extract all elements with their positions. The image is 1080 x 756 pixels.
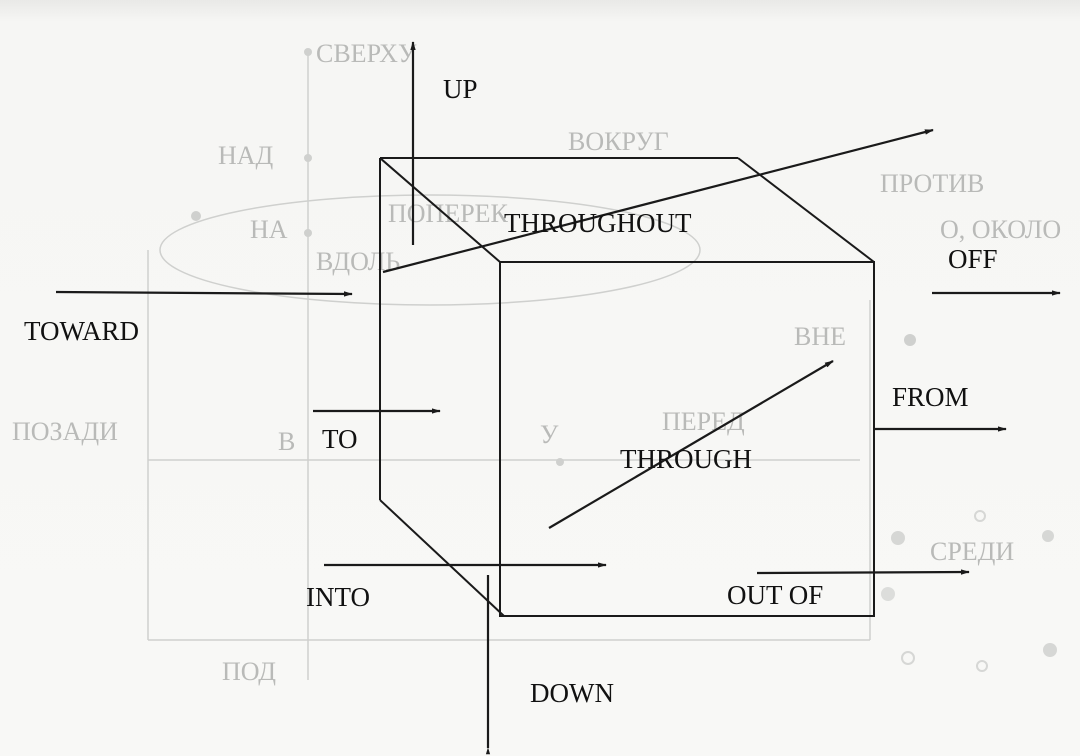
ghost-text-pozadi: ПОЗАДИ [12, 417, 118, 446]
ghost-dot [976, 660, 988, 672]
ghost-text-nad: НАД [218, 141, 274, 170]
label-off: OFF [948, 244, 998, 274]
label-out-of: OUT OF [727, 580, 823, 610]
label-down: DOWN [530, 678, 614, 708]
ghost-dot [304, 48, 312, 56]
arrow-out-of [756, 569, 970, 575]
ghost-dot [881, 587, 895, 601]
ghost-text-pod: ПОД [222, 657, 276, 686]
bleed-through-layer: СВЕРХУ ВОКРУГ НАД ПРОТИВ НА О, ОКОЛО ПОП… [12, 39, 1061, 686]
ghost-text-v: В [278, 427, 295, 456]
ghost-text-protiv: ПРОТИВ [880, 169, 984, 198]
ghost-dot [904, 334, 916, 346]
arrow-toward [55, 290, 353, 297]
label-to: TO [322, 424, 358, 454]
ghost-dot [304, 154, 312, 162]
cube-top-left-depth-edge [379, 157, 501, 263]
ghost-dot [901, 651, 915, 665]
cube-front-face [499, 261, 875, 617]
ghost-dot [191, 211, 201, 221]
label-up: UP [443, 74, 478, 104]
label-into: INTO [306, 582, 370, 612]
ghost-text-vokrug: ВОКРУГ [568, 127, 669, 156]
ghost-dot [1043, 643, 1057, 657]
ghost-text-u: У [540, 420, 559, 449]
label-from: FROM [892, 382, 969, 412]
arrow-through [548, 360, 834, 529]
ghost-ellipse [159, 194, 701, 306]
ghost-dot [1042, 530, 1054, 542]
ghost-dot [891, 531, 905, 545]
label-toward: TOWARD [24, 316, 139, 346]
cube-top-right-depth-edge [737, 157, 875, 263]
ghost-dot [556, 458, 564, 466]
ghost-dot [974, 510, 986, 522]
ghost-text-pered: ПЕРЕД [662, 407, 745, 436]
ghost-text-vne: ВНЕ [794, 322, 846, 351]
ghost-text-okolo: О, ОКОЛО [940, 215, 1061, 244]
ghost-text-sverkhu: СВЕРХУ [316, 39, 417, 68]
arrows [55, 41, 1061, 755]
ghost-text-na: НА [250, 215, 288, 244]
ghost-text-sredi: СРЕДИ [930, 537, 1014, 566]
cube-bottom-left-depth-edge [379, 499, 505, 617]
label-through: THROUGH [620, 444, 752, 474]
label-throughout: THROUGHOUT [504, 208, 692, 238]
ghost-dot [304, 229, 312, 237]
arrow-throughout [382, 128, 934, 274]
ghost-text-poperek: ПОПЕРЕК [388, 199, 509, 228]
labels: UP THROUGHOUT OFF TOWARD FROM TO THROUGH… [24, 74, 998, 708]
